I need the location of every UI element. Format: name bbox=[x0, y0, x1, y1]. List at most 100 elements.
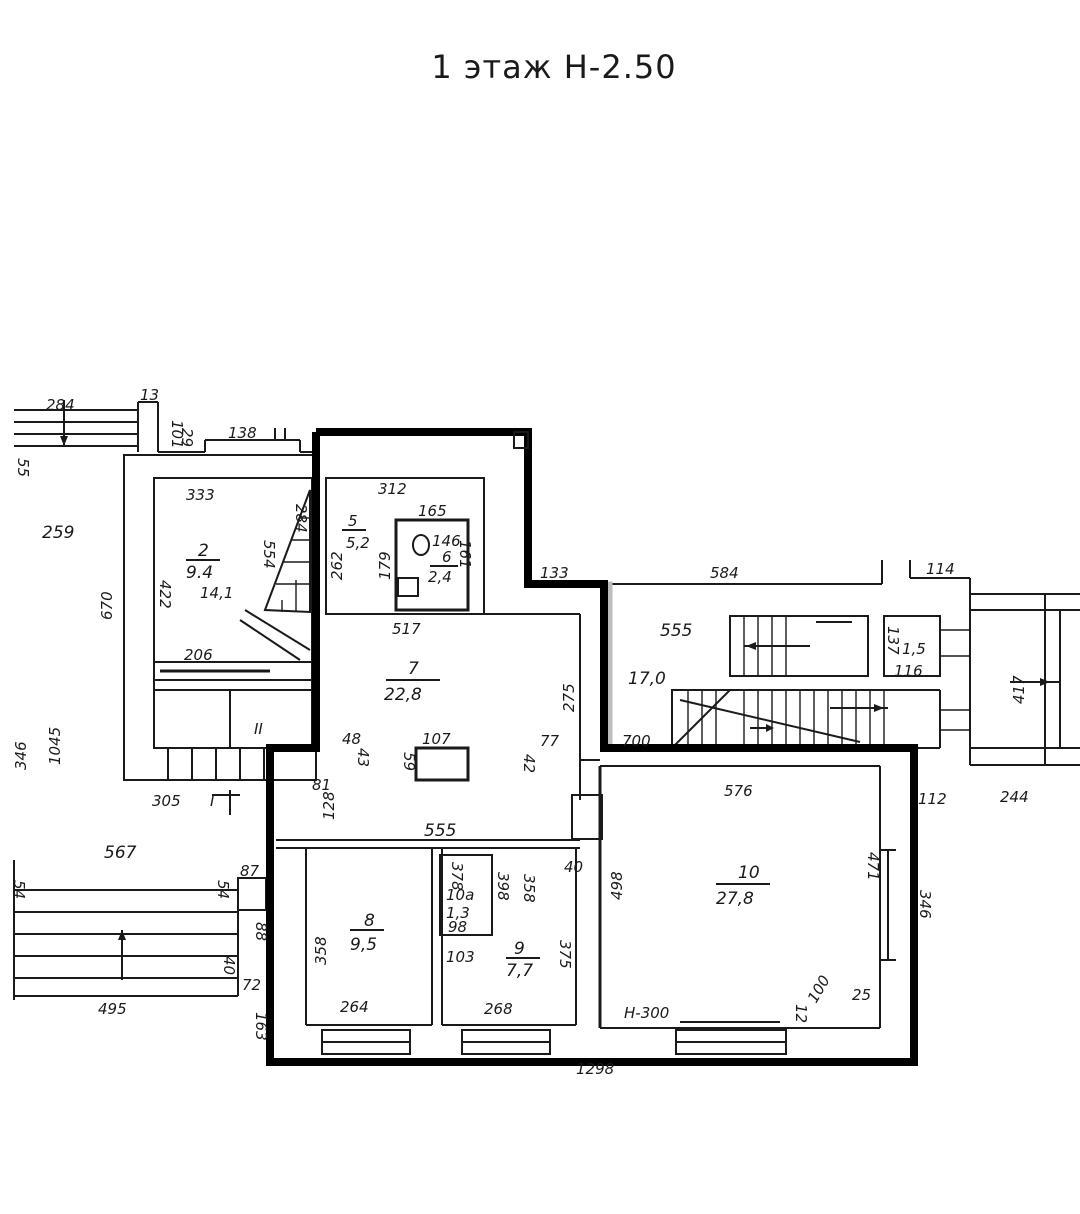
dim-label: 43 bbox=[354, 748, 372, 767]
room-area-6: 2,4 bbox=[428, 568, 452, 586]
dim-label: 98 bbox=[448, 918, 467, 936]
dim-label: 138 bbox=[228, 424, 257, 442]
room-number-10a: 10a bbox=[446, 886, 474, 904]
dim-label: 517 bbox=[392, 620, 421, 638]
apartment-boundary bbox=[266, 428, 918, 1066]
dim-label: 555 bbox=[424, 821, 456, 841]
dim-label: 346 bbox=[12, 741, 30, 770]
dim-label: 13 bbox=[140, 386, 159, 404]
room-number-7: 7 bbox=[408, 659, 419, 679]
room-labels: 2 9.4 14,1 5 5,2 6 2,4 7 22,8 8 9,5 9 7,… bbox=[186, 512, 926, 981]
dim-label: 54 bbox=[10, 880, 28, 899]
dim-label: 268 bbox=[484, 1000, 513, 1018]
dim-label: 59 bbox=[400, 752, 418, 771]
dim-label: 262 bbox=[328, 551, 346, 580]
dim-label: 576 bbox=[724, 782, 753, 800]
dim-label: 25 bbox=[852, 986, 871, 1004]
room-number-9: 9 bbox=[514, 939, 525, 959]
dim-label: 40 bbox=[564, 858, 583, 876]
dim-label: 133 bbox=[540, 564, 569, 582]
dim-label: 312 bbox=[378, 480, 407, 498]
dim-label: 358 bbox=[312, 936, 330, 965]
dim-label: 375 bbox=[556, 940, 574, 969]
room-number-2: 2 bbox=[198, 541, 209, 561]
dim-label: 54 bbox=[214, 880, 232, 899]
dim-label: 422 bbox=[156, 580, 174, 609]
dim-label: 284 bbox=[46, 396, 75, 414]
dim-label: 128 bbox=[320, 791, 338, 820]
dim-label: 72 bbox=[242, 976, 261, 994]
dim-label: 179 bbox=[376, 551, 394, 580]
room-area-2: 9.4 bbox=[186, 563, 213, 583]
dim-label: 567 bbox=[104, 843, 137, 863]
dim-label: 161 bbox=[456, 540, 474, 569]
dim-label: 275 bbox=[560, 683, 578, 712]
stair-top-left bbox=[14, 400, 316, 453]
interior-walls bbox=[276, 477, 896, 1055]
room-number-6: 6 bbox=[442, 548, 452, 566]
dim-label: 100 bbox=[804, 972, 834, 1006]
room-area-small: 1,5 bbox=[902, 640, 926, 658]
room-number-5: 5 bbox=[348, 512, 358, 530]
dim-label: 81 bbox=[312, 776, 331, 794]
dim-label: 48 bbox=[342, 730, 361, 748]
dim-label: 12 bbox=[792, 1004, 810, 1023]
dim-label: 333 bbox=[186, 486, 215, 504]
dim-label: 163 bbox=[252, 1012, 270, 1041]
dim-label: 555 bbox=[660, 621, 692, 641]
dim-label: 554 bbox=[260, 540, 278, 569]
dim-label: Н-300 bbox=[624, 1004, 669, 1022]
dim-label: 1045 bbox=[46, 727, 64, 765]
dim-label: 670 bbox=[98, 591, 116, 620]
room-area-8: 9,5 bbox=[350, 935, 377, 955]
roman-label: II bbox=[254, 720, 263, 738]
room-area-10a: 1,3 bbox=[446, 904, 470, 922]
dim-label: 137 bbox=[884, 626, 902, 655]
dim-label: 206 bbox=[184, 646, 213, 664]
roman-label: I bbox=[210, 792, 215, 810]
dim-label: 107 bbox=[422, 730, 451, 748]
dim-label: 259 bbox=[42, 523, 74, 543]
dim-label: 112 bbox=[918, 790, 947, 808]
dim-label: 116 bbox=[894, 662, 923, 680]
dim-label: 346 bbox=[916, 890, 934, 919]
dim-label: 55 bbox=[14, 458, 32, 477]
dim-label: 498 bbox=[608, 871, 626, 900]
dim-label: 398 bbox=[494, 872, 512, 901]
right-stair-block bbox=[598, 560, 1080, 766]
dim-label: 417 bbox=[1010, 675, 1028, 704]
dim-label: 378 bbox=[448, 862, 466, 891]
dim-label: 495 bbox=[98, 1000, 127, 1018]
dim-label: 305 bbox=[152, 792, 181, 810]
dim-label: 40 bbox=[220, 956, 238, 975]
room-number-8: 8 bbox=[364, 911, 375, 931]
dim-label: 42 bbox=[520, 754, 538, 773]
dim-label: 146 bbox=[432, 532, 461, 550]
dim-label: 88 bbox=[252, 922, 270, 941]
plan-title: 1 этаж Н-2.50 bbox=[431, 48, 677, 86]
dim-label: 358 bbox=[520, 874, 538, 903]
dim-label: 244 bbox=[1000, 788, 1029, 806]
room-number-10: 10 bbox=[738, 863, 760, 883]
dim-label: 29 bbox=[178, 428, 196, 447]
dim-label: 584 bbox=[710, 564, 739, 582]
room-area-9: 7,7 bbox=[506, 961, 533, 981]
dim-label: 264 bbox=[340, 998, 369, 1016]
dim-label: 284 bbox=[292, 504, 310, 533]
dim-label: 77 bbox=[540, 732, 560, 750]
left-block bbox=[123, 454, 317, 815]
dim-label: 471 bbox=[864, 852, 882, 881]
stair-bottom-left bbox=[13, 860, 267, 1000]
dim-label: 165 bbox=[418, 502, 447, 520]
room-area-5: 5,2 bbox=[346, 534, 370, 552]
dim-label: 87 bbox=[240, 862, 260, 880]
room-area-10: 27,8 bbox=[716, 889, 754, 909]
dim-label: 103 bbox=[446, 948, 475, 966]
room-area-stair: 17,0 bbox=[628, 669, 666, 689]
dim-label: 101 bbox=[168, 420, 186, 449]
dim-label: 1298 bbox=[576, 1060, 614, 1078]
room-area-7: 22,8 bbox=[384, 685, 422, 705]
room-area-2-alt: 14,1 bbox=[200, 584, 233, 602]
dim-label: 114 bbox=[926, 560, 955, 578]
